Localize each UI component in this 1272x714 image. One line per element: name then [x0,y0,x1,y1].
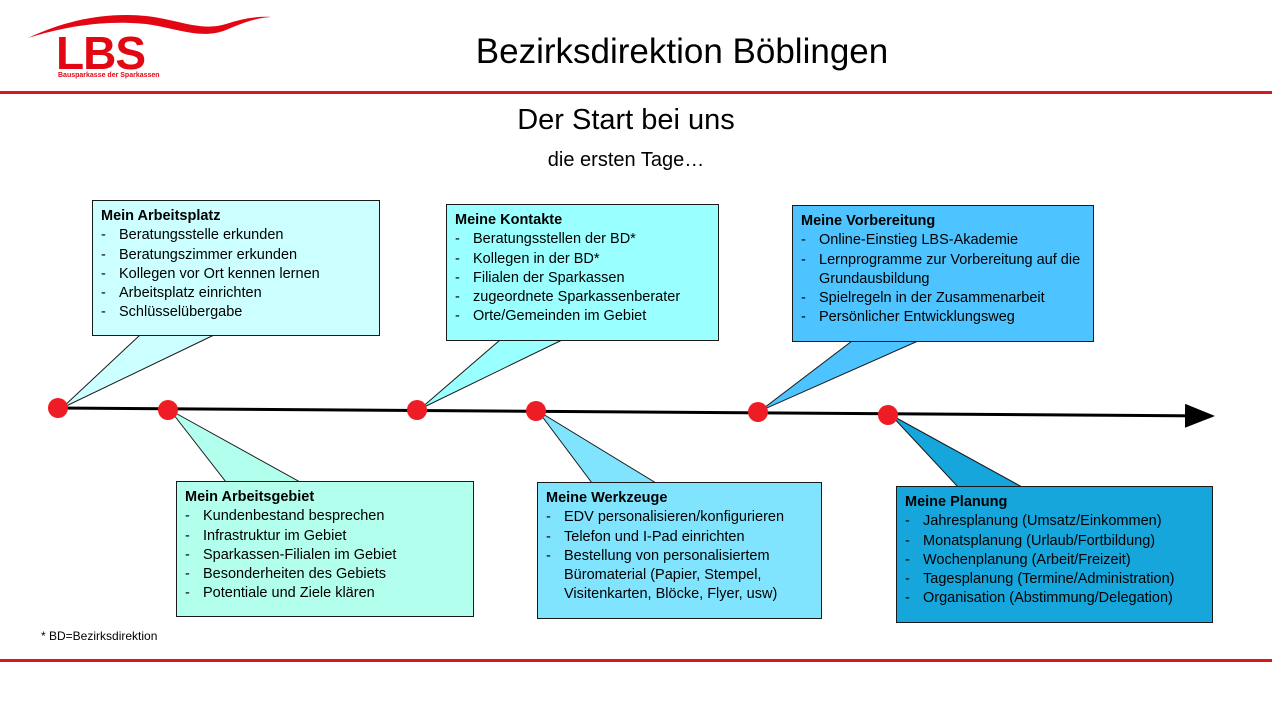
list-item: Bestellung von personalisiertem Büromate… [546,547,813,605]
timeline-marker [48,398,68,418]
list-item: Orte/Gemeinden im Gebiet [455,307,710,327]
logo-swoosh-icon [28,14,271,38]
box-title: Meine Werkzeuge [546,490,668,506]
list-item: Kollegen in der BD* [455,250,710,270]
list-item: Beratungsstelle erkunden [101,226,371,246]
list-item: Beratungszimmer erkunden [101,246,371,266]
list-item: Kollegen vor Ort kennen lernen [101,265,371,285]
list-item: Kundenbestand besprechen [185,507,465,527]
timeline-marker [878,405,898,425]
callout-tail-vorbereitung [759,340,919,412]
footer-divider [0,659,1272,662]
footnote: * BD=Bezirksdirektion [41,629,158,643]
box-vorbereitung: Meine Vorbereitung Online-Einstieg LBS-A… [792,205,1094,342]
box-title: Meine Vorbereitung [801,213,936,229]
list-item: Organisation (Abstimmung/Delegation) [905,589,1204,609]
timeline-marker [407,400,427,420]
list-item: Lernprogramme zur Vorbereitung auf die G… [801,251,1085,290]
timeline-arrow [57,403,1215,428]
list-item: Potentiale und Ziele klären [185,584,465,604]
lbs-logo: LBS Bausparkasse der Sparkassen [26,10,276,85]
box-arbeitsgebiet: Mein Arbeitsgebiet Kundenbestand besprec… [176,481,474,617]
subtitle-secondary: die ersten Tage… [547,149,705,171]
header-divider [0,91,1272,94]
box-title: Mein Arbeitsplatz [101,208,221,224]
box-title: Meine Kontakte [455,212,563,228]
list-item: Monatsplanung (Urlaub/Fortbildung) [905,532,1204,552]
callout-tail-arbeitsgebiet [169,409,302,483]
callout-tail-kontakte [419,339,563,410]
list-item: zugeordnete Sparkassenberater [455,288,710,308]
list-item: Jahresplanung (Umsatz/Einkommen) [905,512,1204,532]
list-item: Arbeitsplatz einrichten [101,284,371,304]
list-item: Schlüsselübergabe [101,303,371,323]
logo-subtitle: Bausparkasse der Sparkassen [58,72,160,79]
list-item: Online-Einstieg LBS-Akademie [801,231,1085,251]
list-item: Tagesplanung (Termine/Administration) [905,570,1204,590]
callout-tail-arbeitsplatz [61,334,215,409]
list-item: Infrastruktur im Gebiet [185,527,465,547]
timeline-marker [158,400,178,420]
callout-tail-planung [890,414,1023,488]
logo-text: LBS [56,27,146,79]
list-item: Sparkassen-Filialen im Gebiet [185,546,465,566]
timeline-marker [526,401,546,421]
box-werkzeuge: Meine Werkzeuge EDV personalisieren/konf… [537,482,822,619]
subtitle: Der Start bei uns [517,104,735,136]
list-item: Filialen der Sparkassen [455,269,710,289]
box-kontakte: Meine Kontakte Beratungsstellen der BD* … [446,204,719,341]
list-item: Persönlicher Entwicklungsweg [801,308,1085,328]
box-title: Meine Planung [905,494,1008,510]
list-item: Spielregeln in der Zusammenarbeit [801,289,1085,309]
box-title: Mein Arbeitsgebiet [185,489,315,505]
callout-tail-werkzeuge [537,410,658,484]
timeline-marker [748,402,768,422]
list-item: EDV personalisieren/konfigurieren [546,508,813,528]
box-planung: Meine Planung Jahresplanung (Umsatz/Eink… [896,486,1213,623]
list-item: Beratungsstellen der BD* [455,230,710,250]
list-item: Besonderheiten des Gebiets [185,565,465,585]
page-title: Bezirksdirektion Böblingen [475,32,889,71]
list-item: Telefon und I-Pad einrichten [546,528,813,548]
list-item: Wochenplanung (Arbeit/Freizeit) [905,551,1204,571]
box-arbeitsplatz: Mein Arbeitsplatz Beratungsstelle erkund… [92,200,380,336]
